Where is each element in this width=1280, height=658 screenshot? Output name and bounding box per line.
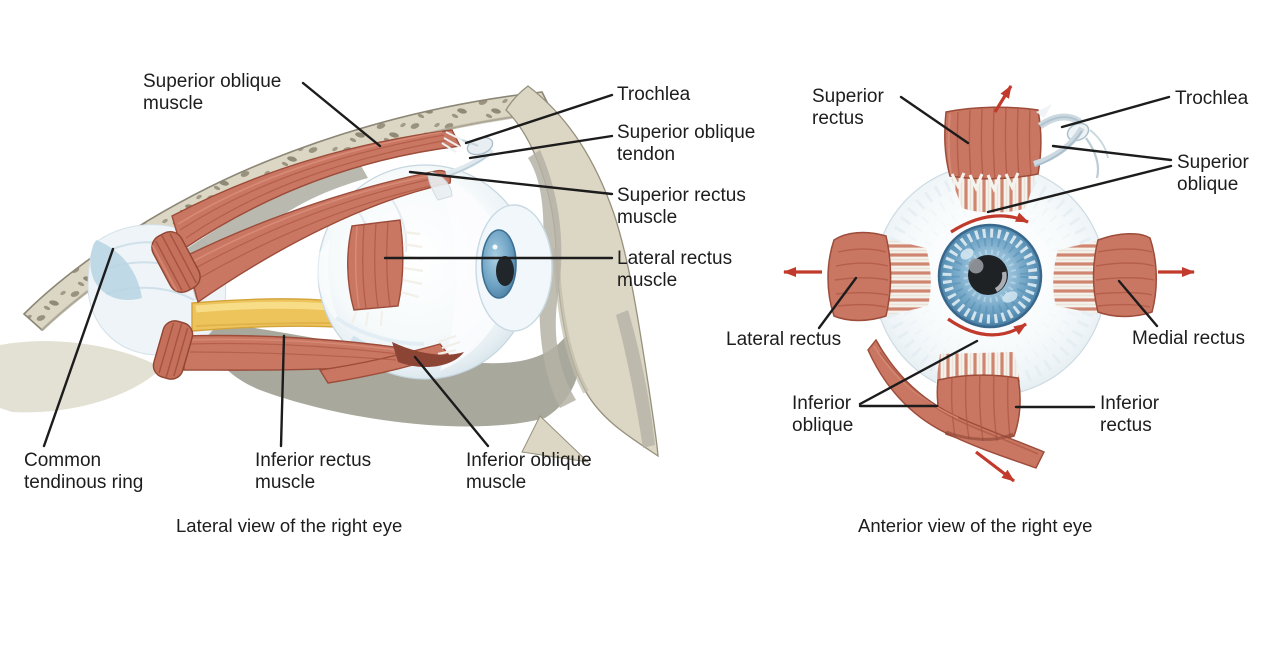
trochlea-anterior bbox=[1033, 104, 1109, 179]
label-inferior-rectus-muscle: Inferior rectus muscle bbox=[255, 450, 372, 493]
label-trochlea-lateral: Trochlea bbox=[617, 84, 691, 105]
label-superior-oblique-muscle: Superior oblique muscle bbox=[143, 71, 282, 114]
muscle-origin-cuffs bbox=[151, 230, 201, 380]
lateral-rectus-shape bbox=[827, 231, 892, 322]
iris-anterior bbox=[937, 223, 1043, 329]
caption-lateral-view: Lateral view of the right eye bbox=[176, 515, 403, 536]
label-inferior-oblique-muscle: Inferior oblique muscle bbox=[466, 450, 592, 493]
label-medial-rectus: Medial rectus bbox=[1132, 328, 1245, 349]
label-superior-oblique: Superior oblique bbox=[1177, 152, 1249, 195]
medial-rectus-shape bbox=[1092, 233, 1158, 318]
motion-arrows bbox=[783, 85, 1195, 483]
elevation-arrow bbox=[993, 85, 1013, 113]
label-superior-rectus-muscle: Superior rectus muscle bbox=[617, 185, 746, 228]
intorsion-arrow bbox=[950, 212, 1029, 234]
lateral-rectus-tendon bbox=[884, 238, 931, 316]
label-inferior-oblique: Inferior oblique bbox=[792, 393, 854, 436]
label-superior-rectus: Superior rectus bbox=[812, 86, 884, 129]
eyeball-lateral bbox=[317, 164, 553, 380]
optic-nerve bbox=[191, 298, 337, 332]
label-common-tendinous-ring: Common tendinous ring bbox=[24, 450, 144, 493]
caption-anterior-view: Anterior view of the right eye bbox=[858, 515, 1093, 536]
label-superior-oblique-tendon: Superior oblique tendon bbox=[617, 122, 756, 165]
floor-shadow bbox=[0, 341, 162, 413]
label-inferior-rectus: Inferior rectus bbox=[1100, 393, 1160, 436]
lateral-view-illustration bbox=[0, 85, 659, 463]
label-lateral-rectus: Lateral rectus bbox=[726, 329, 842, 350]
label-trochlea-anterior: Trochlea bbox=[1175, 88, 1249, 109]
anterior-view-illustration bbox=[783, 85, 1195, 483]
pupil-lateral bbox=[496, 256, 514, 286]
extorsion-arrow bbox=[947, 317, 1027, 337]
medial-rectus-tendon bbox=[1053, 240, 1100, 314]
label-lateral-rectus-muscle: Lateral rectus muscle bbox=[617, 248, 733, 291]
depression-arrow bbox=[975, 450, 1015, 483]
inferior-oblique-crescent bbox=[392, 342, 464, 368]
leader-lines bbox=[42, 81, 1173, 448]
